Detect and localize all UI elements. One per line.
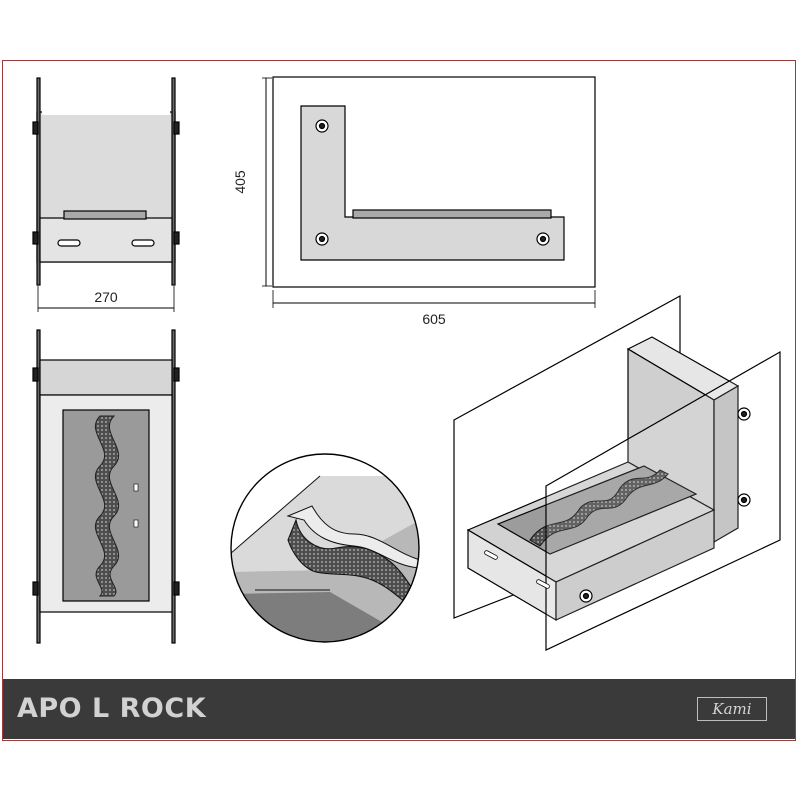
top-bolt (32, 581, 39, 596)
isometric-view (453, 294, 781, 651)
burner-wave-opening (94, 415, 120, 597)
dimension-label-405: 405 (232, 170, 248, 194)
side-glass-left (36, 77, 41, 286)
side-bolt (173, 121, 180, 135)
top-bolt (173, 581, 180, 596)
top-back-block (39, 359, 173, 396)
side-slot-left (57, 239, 81, 247)
brand-logo: Kami (697, 697, 767, 721)
side-bolt (32, 121, 39, 135)
brand-logo-text: Kami (712, 700, 752, 718)
dimension-label-270: 270 (94, 289, 118, 305)
top-bolt (173, 367, 180, 382)
top-bolt (32, 367, 39, 382)
front-burner-lid (352, 209, 552, 219)
side-slot-right (131, 239, 155, 247)
dimension-405: 405 (232, 77, 272, 287)
product-title: APO L ROCK (17, 693, 207, 724)
dimension-605: 605 (272, 290, 596, 327)
top-view (32, 329, 180, 644)
footer-bar (3, 679, 795, 739)
dimension-270: 270 (37, 286, 175, 312)
side-burner-lid (63, 210, 147, 220)
dimension-label-605: 605 (422, 311, 446, 327)
magnifier-circle (230, 453, 420, 643)
side-glass-right (171, 77, 176, 286)
detail-magnifier (230, 453, 420, 643)
side-bolt (173, 231, 180, 245)
front-view (272, 76, 596, 288)
drawing-frame (2, 60, 796, 741)
side-bolt (32, 231, 39, 245)
iso-front-glass (545, 350, 781, 651)
l-shaped-bracket (300, 105, 565, 261)
side-view (32, 77, 180, 286)
